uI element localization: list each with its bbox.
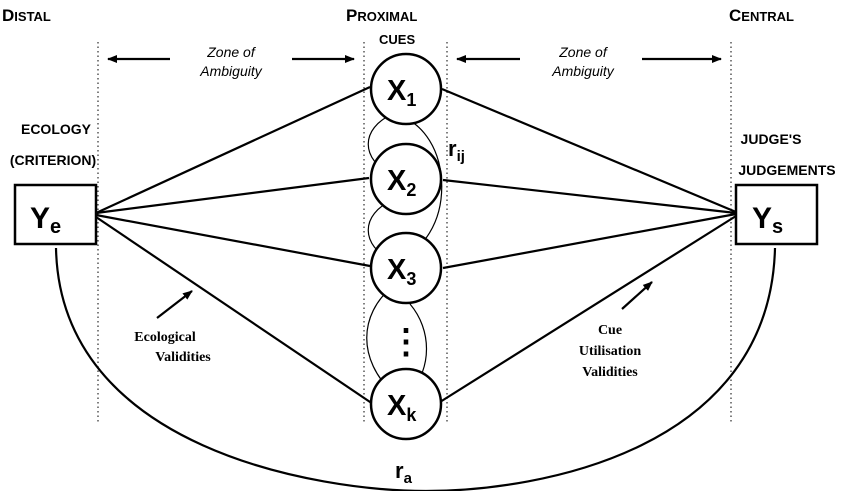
ecological-line-x3 <box>95 213 371 268</box>
cue-node-x2 <box>369 142 443 216</box>
ecological-validities-line1: Ecological <box>134 330 196 345</box>
ecological-pointer <box>156 290 193 319</box>
cue-node-x3 <box>369 231 443 305</box>
criterion-box <box>13 183 98 246</box>
criterion-label: (CRITERION) <box>10 152 96 168</box>
cue-utilisation-line2: Utilisation <box>579 344 641 359</box>
ecological-line-xk <box>95 216 374 405</box>
cue-utilisation-line1: Cue <box>598 323 622 338</box>
cue-node-x1 <box>369 52 443 126</box>
achievement-label: ra <box>395 458 413 487</box>
achievement-arc <box>54 247 777 491</box>
judgement-box-label: Ys <box>752 202 783 238</box>
ecological-validities-line2: Validities <box>155 350 211 365</box>
judgement-box <box>734 183 819 246</box>
utilisation-line-xk <box>439 215 737 403</box>
utilisation-line-x1 <box>441 87 737 214</box>
cue-utilisation-line3: Validities <box>582 365 638 380</box>
header-distal: DISTAL <box>2 6 51 25</box>
utilisation-pointer <box>621 281 653 310</box>
cue-node-x2-label: X2 <box>387 165 416 200</box>
cue-node-x1-label: X1 <box>387 75 416 110</box>
ecological-line-x2 <box>95 176 370 215</box>
cue-node-x3-label: X3 <box>387 254 416 289</box>
utilisation-line-x3 <box>442 212 737 270</box>
ecological-line-x1 <box>95 86 371 214</box>
zone-left-label-1: Zone of <box>206 44 257 60</box>
zone-right-label-1: Zone of <box>558 44 609 60</box>
intercorrelation-label: rij <box>448 136 465 165</box>
zone-left-label-2: Ambiguity <box>199 63 262 79</box>
judge-label: JUDGE'S <box>741 131 802 147</box>
cue-ellipsis: ⋮ <box>389 323 423 361</box>
cue-node-xk <box>369 367 443 441</box>
ecology-label: ECOLOGY <box>21 121 92 137</box>
header-proximal: PROXIMAL <box>346 6 417 25</box>
cue-node-xk-label: Xk <box>387 390 417 425</box>
judgements-label: JUDGEMENTS <box>738 162 835 178</box>
criterion-box-label: Ye <box>30 202 61 238</box>
header-central: CENTRAL <box>729 6 794 25</box>
header-cues: CUES <box>379 32 415 47</box>
zone-right-label-2: Ambiguity <box>551 63 614 79</box>
utilisation-line-x2 <box>442 178 737 215</box>
